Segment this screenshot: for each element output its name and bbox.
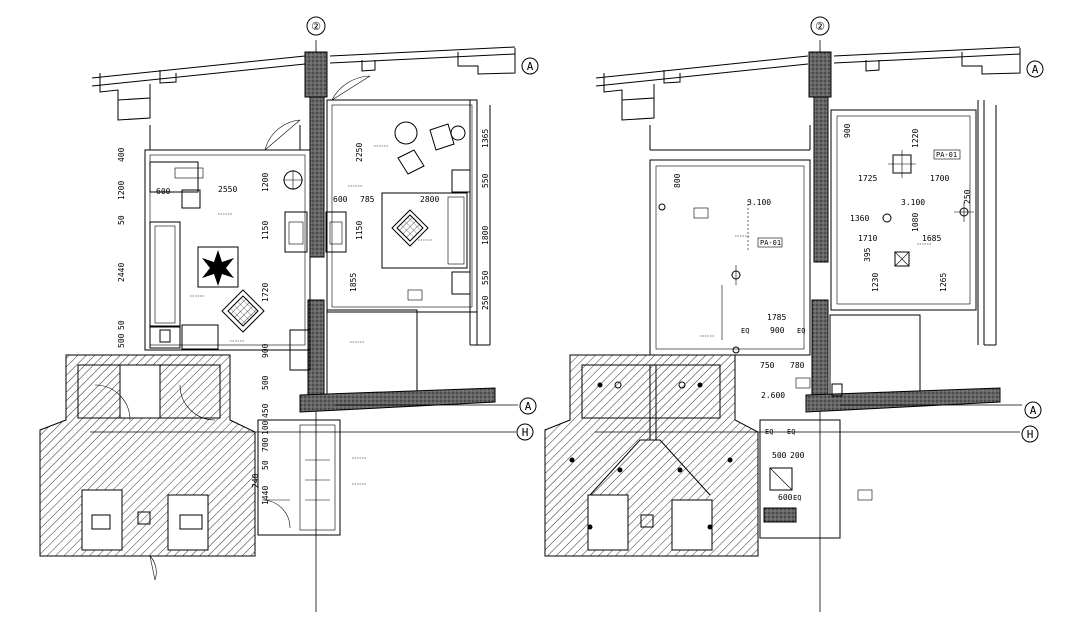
svg-text:EQ: EQ <box>793 494 801 502</box>
svg-text:1685: 1685 <box>922 234 941 243</box>
svg-text:1265: 1265 <box>939 273 948 292</box>
svg-text:A: A <box>525 400 532 413</box>
svg-text:1150: 1150 <box>355 221 364 240</box>
svg-text:800: 800 <box>673 173 682 188</box>
right-grid-lines: A H A <box>595 60 1044 443</box>
svg-text:2550: 2550 <box>218 185 237 194</box>
svg-text:250: 250 <box>481 295 490 310</box>
svg-text:H: H <box>1027 428 1034 441</box>
svg-text:②: ② <box>815 20 825 33</box>
right-bathroom <box>544 354 759 557</box>
svg-text:2800: 2800 <box>420 195 439 204</box>
svg-text:1440: 1440 <box>261 486 270 505</box>
right-central-wall <box>808 40 832 612</box>
svg-text:A: A <box>1030 404 1037 417</box>
left-annotation-marks <box>190 145 432 485</box>
left-central-wall <box>304 40 328 612</box>
svg-text:450: 450 <box>261 403 270 418</box>
svg-text:550: 550 <box>481 270 490 285</box>
svg-text:700: 700 <box>261 437 270 452</box>
svg-text:600: 600 <box>333 195 348 204</box>
svg-text:PA-01: PA-01 <box>936 151 957 159</box>
svg-text:1080: 1080 <box>911 213 920 232</box>
svg-text:EQ: EQ <box>741 327 749 335</box>
right-dimensions: 800 900 1725 1700 1360 1710 1685 1230 12… <box>673 123 972 502</box>
svg-text:EQ: EQ <box>787 428 795 436</box>
left-floor-plan: ② <box>39 16 539 612</box>
svg-text:1710: 1710 <box>858 234 877 243</box>
svg-text:H: H <box>522 426 529 439</box>
svg-text:50: 50 <box>117 320 126 330</box>
svg-text:1855: 1855 <box>349 273 358 292</box>
svg-text:1360: 1360 <box>850 214 869 223</box>
svg-text:3.100: 3.100 <box>747 198 771 207</box>
svg-text:50: 50 <box>261 460 270 470</box>
svg-text:1220: 1220 <box>911 129 920 148</box>
right-floor-plan: ② <box>544 16 1044 612</box>
left-grid-lines: A H A <box>90 57 539 441</box>
svg-text:100: 100 <box>261 420 270 435</box>
svg-text:500: 500 <box>117 333 126 348</box>
right-annotation-marks <box>693 207 931 389</box>
svg-text:400: 400 <box>117 147 126 162</box>
right-corridor <box>759 383 1001 539</box>
left-corridor <box>257 387 496 536</box>
svg-text:550: 550 <box>481 173 490 188</box>
svg-text:500: 500 <box>261 375 270 390</box>
svg-text:1200: 1200 <box>261 173 270 192</box>
left-bathroom <box>39 354 256 581</box>
svg-text:900: 900 <box>843 123 852 138</box>
svg-text:500: 500 <box>772 451 787 460</box>
svg-text:3.100: 3.100 <box>901 198 925 207</box>
svg-text:50: 50 <box>117 215 126 225</box>
left-facade <box>91 46 516 121</box>
svg-text:EQ: EQ <box>797 327 805 335</box>
svg-text:1230: 1230 <box>871 273 880 292</box>
left-bedroom <box>289 75 491 396</box>
svg-text:1800: 1800 <box>481 226 490 245</box>
svg-text:900: 900 <box>770 326 785 335</box>
svg-text:200: 200 <box>790 451 805 460</box>
svg-text:A: A <box>1032 63 1039 76</box>
svg-text:1150: 1150 <box>261 221 270 240</box>
svg-text:240: 240 <box>251 473 260 488</box>
svg-text:600: 600 <box>156 187 171 196</box>
svg-text:1725: 1725 <box>858 174 877 183</box>
svg-text:PA-01: PA-01 <box>760 239 781 247</box>
svg-text:600: 600 <box>778 493 793 502</box>
left-dimensions: 400 1200 50 2440 50 500 900 500 450 100 … <box>117 129 490 505</box>
svg-text:750: 750 <box>760 361 775 370</box>
svg-text:2250: 2250 <box>355 143 364 162</box>
svg-text:EQ: EQ <box>765 428 773 436</box>
right-facade <box>595 46 1021 121</box>
svg-text:1785: 1785 <box>767 313 786 322</box>
svg-text:②: ② <box>311 20 321 33</box>
svg-text:1700: 1700 <box>930 174 949 183</box>
svg-text:395: 395 <box>863 247 872 262</box>
svg-text:780: 780 <box>790 361 805 370</box>
svg-text:1200: 1200 <box>117 181 126 200</box>
right-bathroom-lights <box>569 381 733 530</box>
svg-text:250: 250 <box>963 189 972 204</box>
left-living-room <box>144 119 347 351</box>
svg-text:2440: 2440 <box>117 263 126 282</box>
right-ceiling-bedroom <box>829 100 997 396</box>
svg-text:1720: 1720 <box>261 283 270 302</box>
svg-text:A: A <box>527 60 534 73</box>
svg-text:2.600: 2.600 <box>761 391 785 400</box>
svg-text:900: 900 <box>261 343 270 358</box>
left-grid-bubble-2: ② <box>306 16 326 36</box>
svg-text:785: 785 <box>360 195 375 204</box>
right-grid-bubble-2: ② <box>810 16 830 36</box>
svg-text:1365: 1365 <box>481 129 490 148</box>
